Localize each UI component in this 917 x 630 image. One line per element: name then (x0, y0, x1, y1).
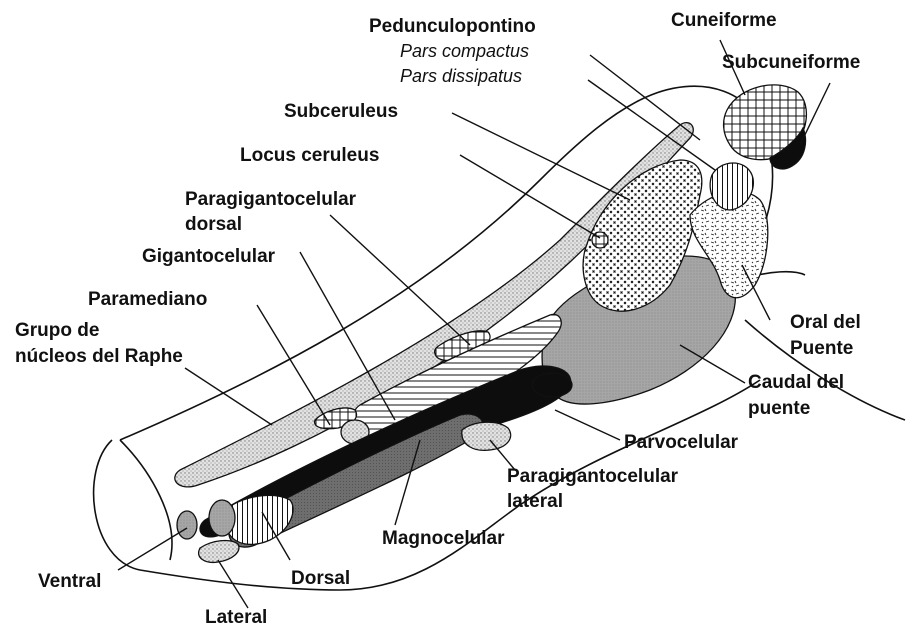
label-pars-dissipatus: Pars dissipatus (400, 66, 522, 86)
label-oral-line2: Puente (790, 338, 853, 359)
label-subceruleus: Subceruleus (284, 101, 398, 122)
label-raphe-line1: Grupo de (15, 320, 99, 341)
parvocelular-caudal-part (532, 373, 572, 397)
label-oral-line1: Oral del (790, 312, 861, 333)
ventral-nucleus (177, 511, 197, 539)
label-paramediano: Paramediano (88, 289, 207, 310)
label-magnocelular: Magnocelular (382, 528, 505, 549)
label-lateral: Lateral (205, 607, 267, 628)
dorsal-gray-oval (209, 500, 235, 536)
label-caudal-line1: Caudal del (748, 372, 844, 393)
label-paragigantocelular-lateral-line2: lateral (507, 491, 563, 512)
label-pars-compactus: Pars compactus (400, 41, 529, 61)
label-cuneiforme: Cuneiforme (671, 10, 777, 31)
label-pedunculopontino: Pedunculopontino (369, 16, 536, 37)
label-parvocelular: Parvocelular (624, 432, 739, 453)
label-paragigantocelular-dorsal-line1: Paragigantocelular (185, 189, 357, 210)
lateral-nucleus (199, 541, 239, 563)
paragigantocelular-lateral-nucleus (462, 422, 511, 450)
label-gigantocelular: Gigantocelular (142, 246, 276, 267)
label-caudal-line2: puente (748, 398, 810, 419)
label-paragigantocelular-dorsal-line2: dorsal (185, 214, 242, 235)
label-dorsal: Dorsal (291, 568, 350, 589)
label-raphe-line2: núcleos del Raphe (15, 346, 183, 367)
label-ventral: Ventral (38, 571, 101, 592)
label-subcuneiforme: Subcuneiforme (722, 52, 860, 73)
label-locus-ceruleus: Locus ceruleus (240, 145, 379, 166)
label-paragigantocelular-lateral-line1: Paragigantocelular (507, 466, 679, 487)
